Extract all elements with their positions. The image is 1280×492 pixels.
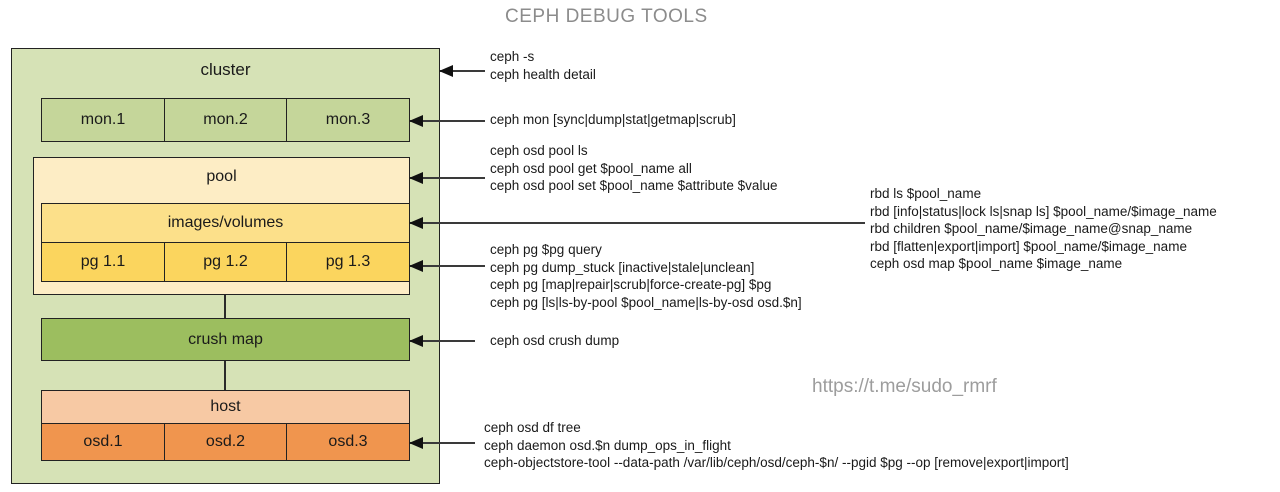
annotation-pg-line-2: ceph pg dump_stuck [inactive|stale|uncle… [490, 259, 755, 275]
mon-1-label: mon.1 [80, 111, 126, 128]
host-label: host [210, 398, 241, 415]
annotation-pool-line-2: ceph osd pool get $pool_name all [490, 160, 692, 176]
telegram-watermark: https://t.me/sudo_rmrf [812, 376, 997, 397]
arrow-to-mon [409, 115, 485, 125]
annotation-pg-line-3: ceph pg [map|repair|scrub|force-create-p… [490, 277, 772, 292]
annotation-mon-line-1: ceph mon [sync|dump|stat|getmap|scrub] [490, 112, 736, 127]
mon-3-box: mon.3 [286, 98, 410, 142]
pg-1-1-label: pg 1.1 [80, 253, 126, 270]
cluster-label: cluster [200, 60, 251, 79]
annotation-pool: ceph osd pool ls ceph osd pool get $pool… [490, 142, 777, 195]
annotation-pg-line-1: ceph pg $pg query [490, 242, 602, 257]
crush-map-box: crush map [41, 318, 410, 361]
connector-pool-to-crush [224, 295, 226, 318]
annotation-pg-line-4: ceph pg [ls|ls-by-pool $pool_name|ls-by-… [490, 294, 802, 310]
pg-1-2-label: pg 1.2 [203, 253, 248, 270]
pg-1-2-box: pg 1.2 [163, 242, 288, 282]
arrow-to-pg [409, 260, 485, 270]
osd-row: osd.1 osd.2 osd.3 [41, 423, 410, 461]
annotation-images-line-1: rbd ls $pool_name [870, 186, 982, 201]
annotation-osd-line-2: ceph daemon osd.$n dump_ops_in_flight [484, 437, 731, 453]
annotation-osd-line-3: ceph-objectstore-tool --data-path /var/l… [484, 455, 1069, 470]
mon-row: mon.1 mon.2 mon.3 [41, 98, 410, 142]
annotation-cluster: ceph -s ceph health detail [490, 48, 596, 83]
osd-2-label: osd.2 [205, 433, 246, 450]
connector-crush-to-host [224, 361, 226, 390]
annotation-images-line-3: rbd children $pool_name/$image_name@snap… [870, 221, 1193, 236]
osd-3-box: osd.3 [286, 423, 410, 461]
mon-2-box: mon.2 [163, 98, 288, 142]
pool-label: pool [206, 168, 237, 185]
annotation-osd: ceph osd df tree ceph daemon osd.$n dump… [484, 419, 1069, 472]
osd-1-box: osd.1 [41, 423, 165, 461]
page-title: CEPH DEBUG TOOLS [505, 6, 708, 27]
pg-1-1-box: pg 1.1 [41, 242, 165, 282]
annotation-pool-line-1: ceph osd pool ls [490, 143, 588, 158]
annotation-mon: ceph mon [sync|dump|stat|getmap|scrub] [490, 111, 736, 129]
annotation-osd-line-1: ceph osd df tree [484, 420, 581, 435]
osd-3-label: osd.3 [328, 433, 368, 450]
annotation-crush-line-1: ceph osd crush dump [490, 333, 620, 348]
images-volumes-label: images/volumes [167, 214, 284, 231]
annotation-pool-line-3: ceph osd pool set $pool_name $attribute … [490, 178, 778, 193]
annotation-images-line-2: rbd [info|status|lock ls|snap ls] $pool_… [870, 203, 1217, 219]
arrow-to-pool [409, 172, 485, 182]
pg-1-3-label: pg 1.3 [325, 253, 371, 270]
mon-3-label: mon.3 [325, 111, 371, 128]
annotation-images-line-5: ceph osd map $pool_name $image_name [870, 256, 1123, 271]
annotation-cluster-line-1: ceph -s [490, 49, 535, 64]
images-volumes-box: images/volumes [41, 203, 410, 243]
mon-1-box: mon.1 [41, 98, 165, 142]
osd-1-label: osd.1 [83, 433, 123, 450]
annotation-images-line-4: rbd [flatten|export|import] $pool_name/$… [870, 238, 1187, 254]
annotation-images-volumes: rbd ls $pool_name rbd [info|status|lock … [870, 185, 1217, 273]
pg-row: pg 1.1 pg 1.2 pg 1.3 [41, 242, 410, 282]
arrow-to-osd [409, 437, 475, 447]
arrow-to-images [409, 217, 865, 227]
annotation-cluster-line-2: ceph health detail [490, 66, 596, 82]
arrow-to-crush-map [409, 335, 475, 345]
host-box: host [41, 390, 410, 424]
crush-map-label: crush map [188, 330, 263, 348]
annotation-pg: ceph pg $pg query ceph pg dump_stuck [in… [490, 241, 802, 311]
arrow-to-cluster [439, 65, 485, 75]
annotation-crush-map: ceph osd crush dump [490, 332, 619, 350]
mon-2-label: mon.2 [203, 111, 248, 128]
pg-1-3-box: pg 1.3 [286, 242, 410, 282]
osd-2-box: osd.2 [163, 423, 288, 461]
